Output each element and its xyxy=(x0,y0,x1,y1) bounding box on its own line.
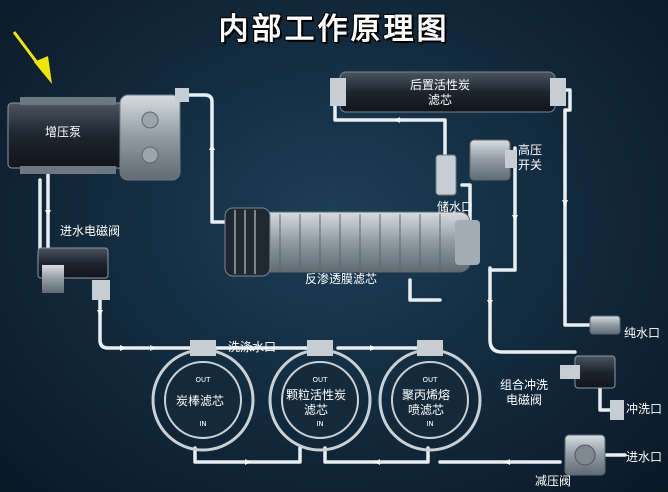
storage-fitting xyxy=(435,154,457,196)
in-tag: IN xyxy=(426,420,433,428)
filter-carbon-block xyxy=(151,340,255,452)
out-tag: OUT xyxy=(196,376,212,384)
in-tag: IN xyxy=(316,420,323,428)
ro-membrane xyxy=(224,207,480,277)
label-combo-flush-solenoid: 组合冲洗 电磁阀 xyxy=(500,378,549,407)
pipe-pump-to-membrane xyxy=(176,93,227,224)
pipe-hps xyxy=(488,146,517,272)
label-inlet-solenoid: 进水电磁阀 xyxy=(60,224,121,238)
pressure-reducer xyxy=(564,434,606,476)
pipe-membrane-bottom xyxy=(408,278,442,302)
high-pressure-switch xyxy=(469,139,517,181)
pure-outlet-fitting xyxy=(589,315,621,335)
label-pure-outlet: 纯水口 xyxy=(624,326,661,340)
label-water-inlet: 进水口 xyxy=(626,450,663,464)
label-rinse-outlet: 冲洗口 xyxy=(626,402,663,416)
pipe-membrane-to-storage xyxy=(460,183,472,227)
label-pp-melt: 聚丙烯熔 喷滤芯 xyxy=(402,388,451,417)
yellow-pointer-arrow-icon xyxy=(12,31,52,84)
label-storage-outlet: 储水口 xyxy=(437,200,474,214)
label-high-pressure-switch: 高压 开关 xyxy=(518,143,543,172)
out-tag: OUT xyxy=(423,376,439,384)
out-tag: OUT xyxy=(313,376,329,384)
flow-arrows xyxy=(45,117,568,465)
pipe-membrane-reject xyxy=(488,266,577,354)
label-pressure-reducer: 减压阀 xyxy=(535,474,572,488)
label-carbon-block: 炭棒滤芯 xyxy=(176,394,225,408)
label-booster-pump: 增压泵 xyxy=(45,125,82,139)
booster-pump xyxy=(7,88,189,181)
inlet-solenoid xyxy=(37,247,110,300)
pipe-post-to-pure xyxy=(553,88,597,327)
filter-tags: OUT IN OUT IN OUT IN xyxy=(196,376,439,428)
label-post-carbon: 后置活性炭 滤芯 xyxy=(410,78,471,107)
filter-granular-carbon xyxy=(268,340,372,452)
filter-pp-melt xyxy=(378,340,482,452)
combo-flush-solenoid xyxy=(560,355,624,420)
post-carbon-filter xyxy=(330,71,566,113)
diagram-title: 内部工作原理图 xyxy=(218,12,450,47)
label-granular-carbon: 颗粒活性炭 滤芯 xyxy=(286,388,347,417)
pipe-filters-bottom-2 xyxy=(323,446,430,464)
in-tag: IN xyxy=(199,420,206,428)
label-ro-membrane: 反渗透膜滤芯 xyxy=(305,272,378,286)
label-flush-outlet: 洗涤水口 xyxy=(228,340,277,354)
pipe-solenoid-down xyxy=(98,288,197,350)
